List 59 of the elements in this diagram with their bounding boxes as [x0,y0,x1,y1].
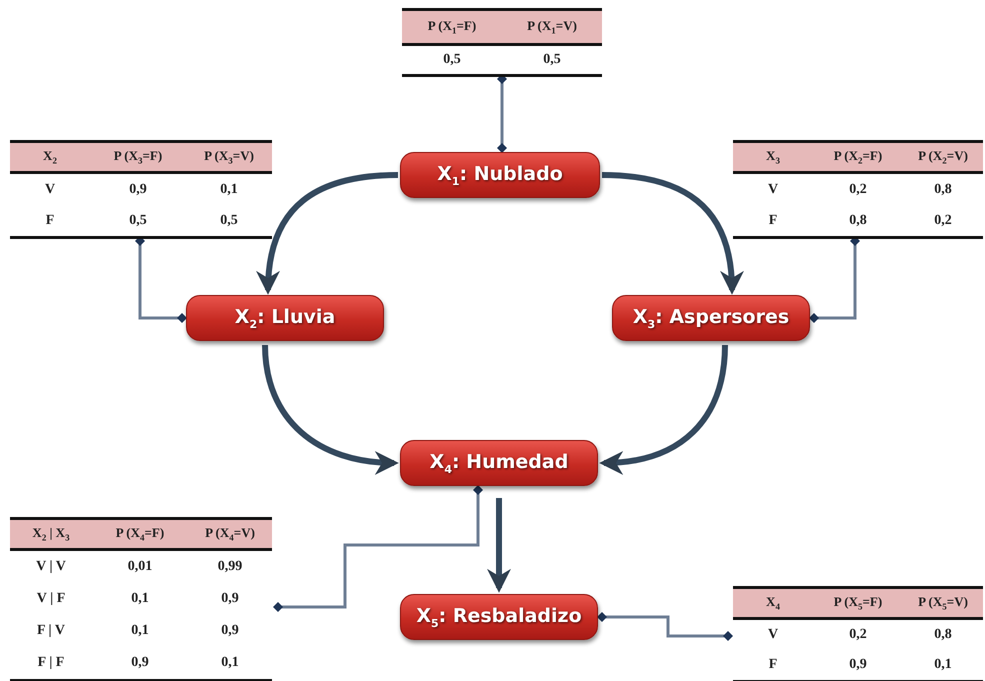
probability-value: 0,9 [128,180,148,198]
probability-value: 0,2 [933,212,953,230]
column-header: X$_{4}$ [733,589,813,620]
probability-value: 0,99 [216,558,244,576]
arrow [487,498,511,593]
probability-value: 0,9 [220,622,240,640]
column-header: P (X$_{3}$=F) [90,143,186,174]
probability-value: F [768,212,778,230]
probability-value: V | V [35,558,67,576]
probability-value: F [768,656,778,674]
probability-value: F [44,212,56,230]
probability-value: 0,5 [219,212,239,230]
column-header: P (X$_{1}$=F) [402,11,502,46]
column-header: P (X$_{5}$=V) [903,589,983,620]
variable-node: X$_{1}$: Nublado [400,152,600,198]
probability-value: 0,8 [848,212,868,230]
probability-value: 0,8 [933,626,953,644]
probability-value: F | V [36,622,66,640]
variable-node: X$_{4}$: Humedad [400,440,598,486]
probability-value: 0,5 [442,51,462,69]
column-header: P (X$_{4}$=V) [188,520,272,551]
probability-value: V | F [36,590,66,608]
probability-value: 0,1 [220,654,240,672]
column-header: P (X$_{5}$=F) [813,589,903,620]
probability-value: 0,1 [130,590,150,608]
column-header: X$_{2}$ [10,143,90,174]
probability-value: V [44,180,56,198]
variable-node: X$_{2}$: Lluvia [186,295,384,341]
column-header: P (X$_{2}$=F) [813,143,903,174]
probability-value: 0,2 [848,180,868,198]
probability-value: 0,1 [219,180,239,198]
column-header: P (X$_{3}$=V) [186,143,272,174]
probability-value: 0,01 [126,558,154,576]
probability-table [402,8,602,77]
column-header: P (X$_{1}$=V) [502,11,602,46]
column-header: P (X$_{2}$=V) [903,143,983,174]
variable-node: X$_{5}$: Resbaladizo [400,594,598,640]
arrow [602,172,743,295]
arrow [599,344,728,474]
column-header: P (X$_{4}$=F) [92,520,188,551]
probability-value: 0,2 [848,626,868,644]
probability-value: 0,1 [933,656,953,674]
arrow [262,344,399,474]
probability-value: F | F [36,654,66,672]
probability-value: 0,5 [542,51,562,69]
probability-value: V [766,626,780,644]
column-header: X$_{3}$ [733,143,813,174]
probability-value: 0,9 [220,590,240,608]
probability-value: V [766,180,780,198]
probability-value: 0,9 [848,656,868,674]
probability-value: 0,9 [130,654,150,672]
arrow [257,172,398,295]
column-header: X$_{2}$ | X$_{3}$ [10,520,92,551]
probability-value: 0,1 [130,622,150,640]
probability-value: 0,5 [128,212,148,230]
probability-value: 0,8 [933,180,953,198]
connector-line [597,612,733,641]
connector-line [273,485,483,612]
variable-node: X$_{3}$: Aspersores [612,295,810,341]
